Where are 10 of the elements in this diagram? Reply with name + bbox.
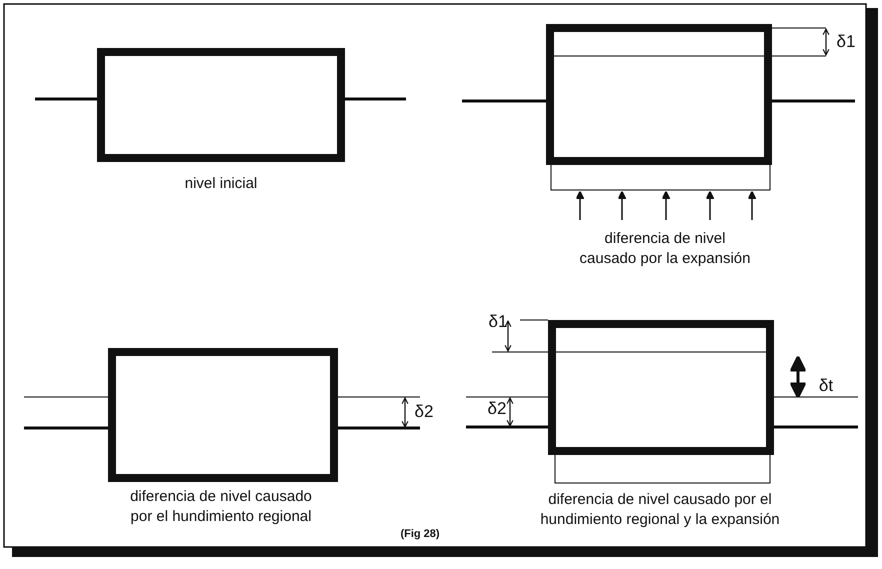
dimension-label: δ2 bbox=[414, 402, 434, 422]
panel-caption: diferencia de nivel causado por la expansión bbox=[578, 229, 752, 269]
figure-caption: (Fig 28) bbox=[400, 527, 440, 542]
panel-caption: diferencia de nivel causado por el hundimiento regional bbox=[129, 487, 313, 527]
dimension-label: δ2 bbox=[488, 399, 506, 419]
panel-caption: diferencia de nivel causado por el hundimiento regional y la expansión bbox=[539, 490, 781, 530]
dimension-label: δ1 bbox=[836, 32, 856, 52]
panel-caption: nivel inicial bbox=[184, 174, 258, 194]
dimension-label: δt bbox=[818, 376, 834, 396]
dimension-label: δ1 bbox=[488, 312, 508, 332]
